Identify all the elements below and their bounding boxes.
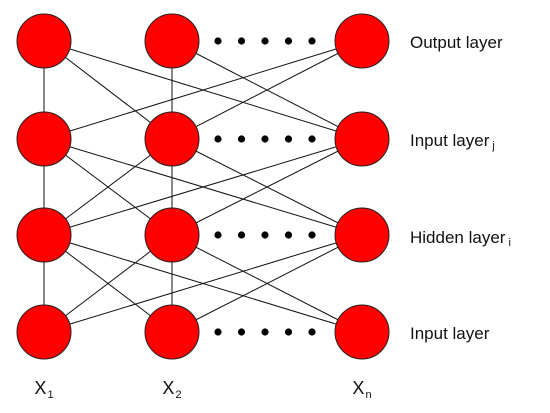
ellipsis-dot — [308, 328, 316, 336]
layer-label-output: Output layer — [410, 33, 503, 52]
nodes-group — [16, 13, 390, 360]
node-input-x2 — [144, 304, 200, 360]
edge-16 — [171, 138, 363, 236]
node-hidden-i-x2 — [144, 207, 200, 263]
edge-15 — [43, 138, 363, 236]
column-label-xn: Xn — [352, 378, 372, 401]
ellipsis-dot — [214, 135, 222, 143]
ellipsis-dot — [261, 135, 269, 143]
node-output-x2 — [144, 13, 200, 69]
ellipsis-dot — [308, 37, 316, 45]
node-input-j-x2 — [144, 111, 200, 167]
ellipsis-dot — [284, 37, 293, 45]
ellipsis-dot — [214, 37, 222, 45]
ellipsis-dot — [237, 37, 246, 45]
ellipsis-dot — [261, 37, 269, 45]
ellipsis-dot — [284, 328, 293, 336]
ellipsis-dot — [214, 231, 222, 239]
edge-10 — [171, 40, 363, 140]
layer-label-input: Input layer — [410, 324, 490, 343]
ellipsis-dot — [284, 135, 293, 143]
edge-22 — [171, 234, 363, 333]
column-label-x2: X2 — [162, 378, 182, 401]
ellipsis-dot — [214, 328, 222, 336]
ellipsis-dot — [284, 231, 293, 239]
ellipsis-dot — [261, 328, 269, 336]
node-input-j-xn — [334, 111, 390, 167]
node-hidden-i-xn — [334, 207, 390, 263]
ellipsis-dots-group — [214, 37, 316, 336]
node-output-xn — [334, 13, 390, 69]
node-input-x1 — [16, 304, 72, 360]
ellipsis-dot — [308, 231, 316, 239]
column-label-x1: X1 — [34, 378, 54, 401]
edge-21 — [43, 234, 363, 333]
edge-9 — [43, 40, 363, 140]
ellipsis-dot — [237, 135, 246, 143]
ellipsis-dot — [261, 231, 269, 239]
ellipsis-dot — [237, 231, 246, 239]
node-output-x1 — [16, 13, 72, 69]
ellipsis-dot — [308, 135, 316, 143]
ellipsis-dot — [237, 328, 246, 336]
node-input-j-x1 — [16, 111, 72, 167]
node-hidden-i-x1 — [16, 207, 72, 263]
node-input-xn — [334, 304, 390, 360]
edges-group — [43, 40, 363, 333]
